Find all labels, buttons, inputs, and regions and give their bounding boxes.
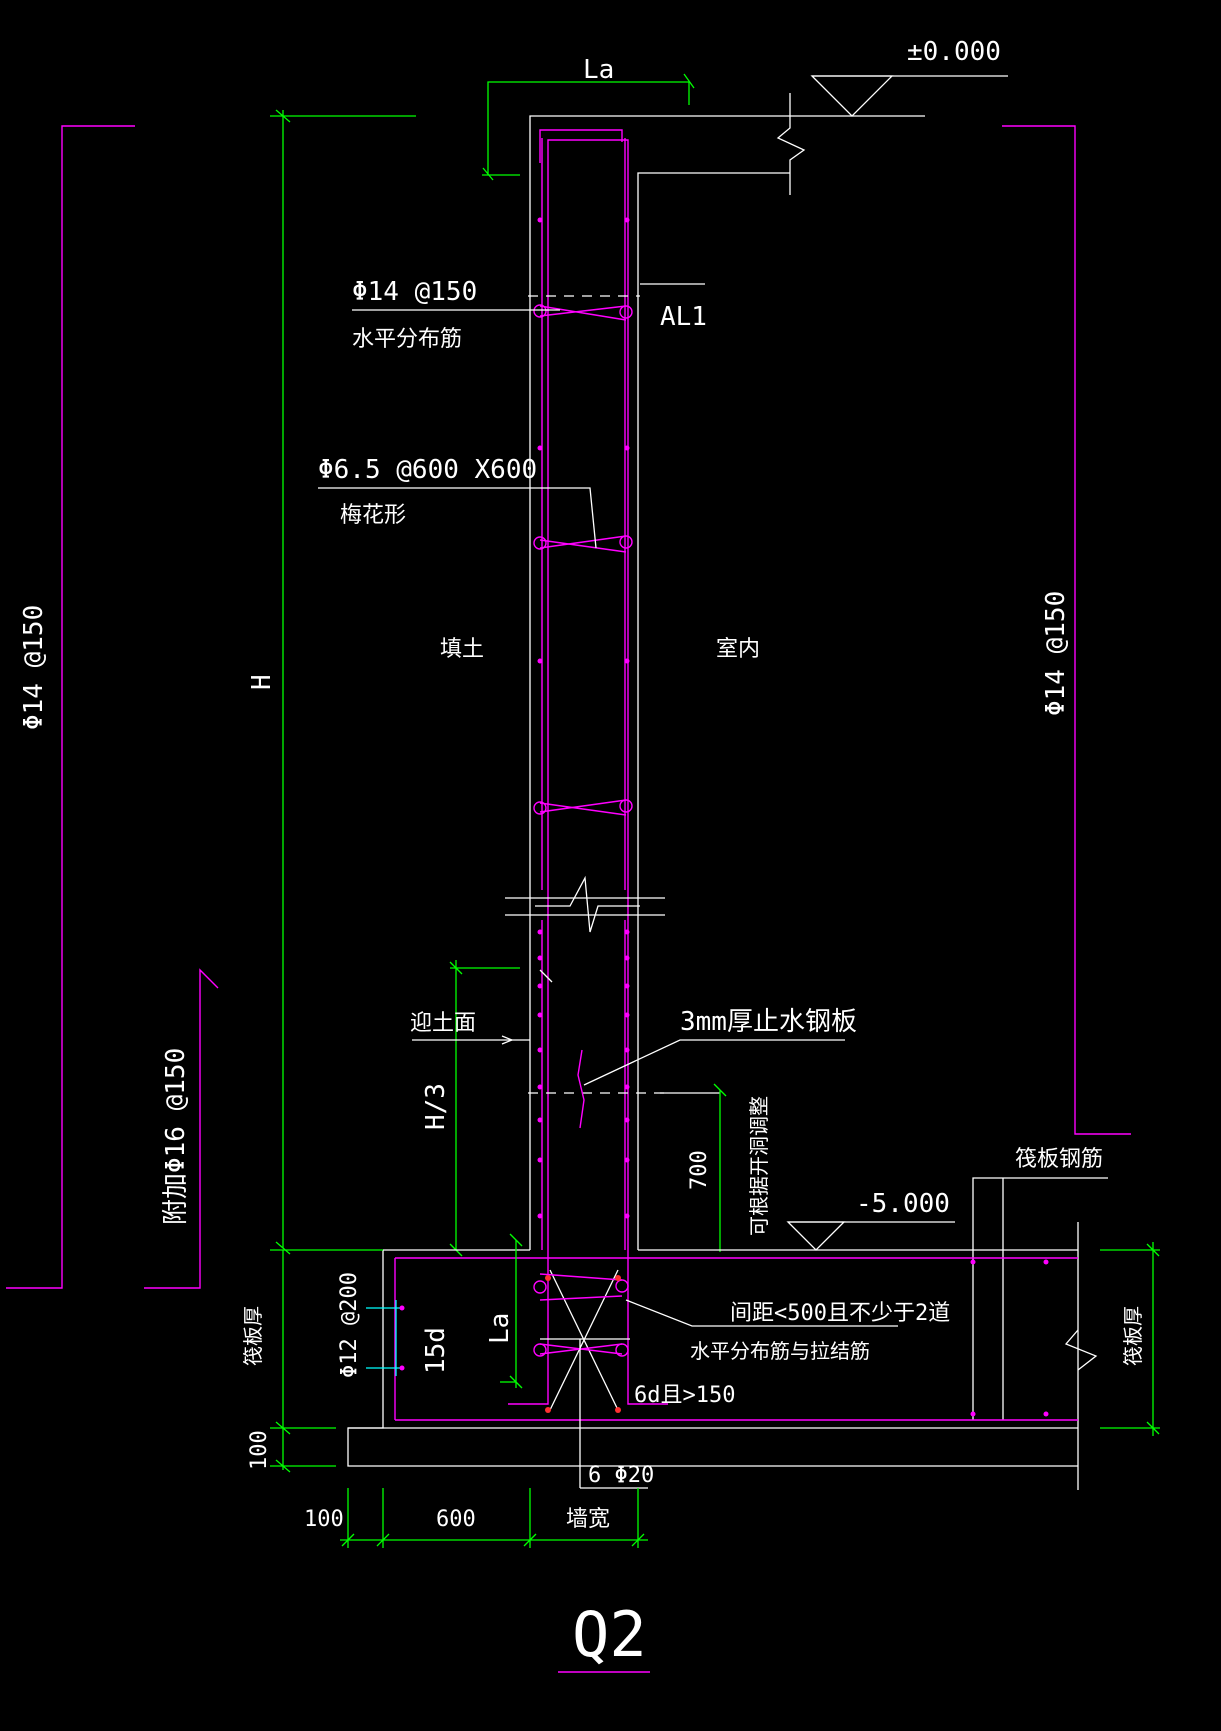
spacing-note2-label: 水平分布筋与拉结筋	[690, 1339, 870, 1363]
corner-bars-label: 6 Φ20	[588, 1463, 654, 1488]
lap-note-label: 6d且>150	[634, 1383, 735, 1408]
anchor-15d-label: 15d	[421, 1327, 451, 1374]
dimension-700: 700 可根据开洞调整	[687, 1083, 771, 1252]
elevation-top-label: ±0.000	[907, 37, 1001, 67]
bottom-bar-label: Φ12 @200	[337, 1272, 362, 1378]
wall-rebar-cage	[539, 129, 629, 1250]
wall-break-symbol	[505, 875, 665, 933]
spacing-note-callout: 间距<500且不少于2道 水平分布筋与拉结筋 6d且>150 6 Φ20	[588, 1299, 950, 1488]
horizontal-bar-spec: Φ14 @150	[352, 277, 477, 307]
elevation-bottom-marker: -5.000	[786, 1189, 955, 1251]
tie-spec: Φ6.5 @600 X600	[318, 455, 537, 485]
al1-label: AL1	[660, 302, 707, 332]
tie-callout: Φ6.5 @600 X600 梅花形	[318, 455, 597, 549]
indoor-label: 室内	[716, 637, 760, 662]
wall-outline: ±0.000	[529, 37, 1008, 1250]
soil-face-label: 迎土面	[410, 1011, 476, 1036]
raft-thickness-right: 筏板厚	[1100, 1242, 1160, 1436]
raft-rebar-label: 筏板钢筋	[1015, 1147, 1103, 1172]
dimension-700-label: 700	[687, 1150, 712, 1190]
fill-soil-label: 填土	[440, 637, 484, 662]
raft-slab	[347, 1222, 1098, 1490]
al1-marker: AL1	[528, 283, 707, 332]
elevation-bottom-label: -5.000	[856, 1189, 950, 1219]
drawing-title-text: Q2	[572, 1598, 647, 1671]
spacing-note-label: 间距<500且不少于2道	[730, 1301, 950, 1326]
water-stop-plate: 3mm厚止水钢板	[528, 1007, 857, 1129]
wall-ties	[533, 304, 633, 816]
extra-bar-label: 附加Φ16 @150	[161, 1048, 191, 1225]
vertical-rebar-dots	[537, 217, 630, 1219]
horizontal-bar-desc: 水平分布筋	[352, 327, 462, 352]
raft-thickness-right-label: 筏板厚	[1121, 1306, 1145, 1366]
water-stop-label: 3mm厚止水钢板	[680, 1007, 857, 1037]
right-vertical-bar-callout: Φ14 @150	[1002, 125, 1131, 1135]
adjust-note-label: 可根据开洞调整	[747, 1096, 771, 1236]
raft-rebar-callout: 筏板钢筋	[972, 1147, 1108, 1420]
top-la-label: La	[583, 55, 614, 85]
extra-bar-callout: 附加Φ16 @150	[144, 968, 219, 1289]
dim-100-horizontal-label: 100	[304, 1507, 344, 1532]
bottom-la-label: La	[485, 1313, 515, 1344]
raft-thickness-left-label: 筏板厚	[241, 1306, 265, 1366]
bottom-dimensions: 100 600 墙宽	[304, 1488, 648, 1548]
height-label: H	[247, 674, 277, 690]
left-vertical-bar-label: Φ14 @150	[19, 605, 49, 730]
h-third-dimension: H/3	[421, 960, 553, 1257]
drawing-title: Q2	[558, 1598, 650, 1673]
right-vertical-bar-label: Φ14 @150	[1041, 591, 1071, 716]
raft-thickness-left: 筏板厚 100	[241, 1249, 383, 1473]
raft-end-detail: Φ12 @200 15d	[337, 1272, 451, 1378]
height-dimension: H	[247, 109, 416, 1255]
bottom-la-dimension: La	[485, 1233, 648, 1489]
dim-100-vertical-label: 100	[247, 1430, 272, 1470]
horizontal-bar-callout: Φ14 @150 水平分布筋	[352, 277, 560, 352]
soil-face-marker: 迎土面	[410, 1011, 530, 1045]
h-third-label: H/3	[421, 1083, 451, 1130]
dim-600-label: 600	[436, 1507, 476, 1532]
tie-desc: 梅花形	[340, 503, 406, 528]
wall-width-label: 墙宽	[566, 1507, 610, 1532]
top-la-dimension: La	[482, 55, 695, 181]
left-vertical-bar-callout: Φ14 @150	[6, 125, 135, 1289]
